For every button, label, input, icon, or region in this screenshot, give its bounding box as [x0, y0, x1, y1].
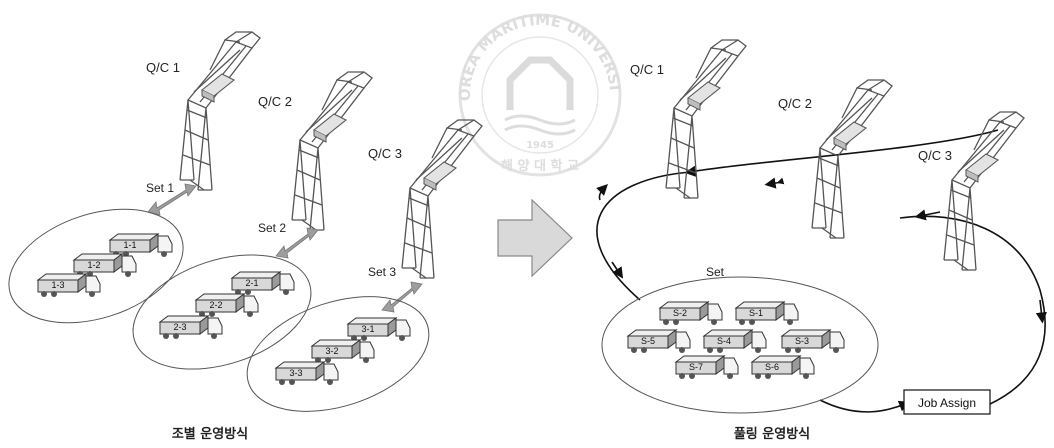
svg-text:S-6: S-6 [765, 362, 779, 372]
svg-text:1-3: 1-3 [51, 280, 64, 290]
svg-text:S-3: S-3 [795, 336, 809, 346]
crane-icon-left-2 [292, 72, 372, 230]
pool-truck-s7: S-7 [676, 356, 738, 379]
svg-text:2-2: 2-2 [209, 300, 222, 310]
seal-korean: 해 양 대 학 교 [501, 158, 579, 174]
svg-text:2-1: 2-1 [245, 278, 258, 288]
svg-text:3-2: 3-2 [325, 346, 338, 356]
university-seal-watermark: 1945 해 양 대 학 교 KOREA MARITIME UNIVERSITY [0, 0, 624, 175]
truck-2-3: 2-3 [160, 316, 222, 339]
pool-truck-s5: S-5 [628, 330, 690, 353]
transition-arrow-icon [498, 200, 572, 276]
crane-icon-right-1 [666, 40, 746, 198]
svg-text:S-2: S-2 [673, 308, 687, 318]
crane-icon-left-3 [402, 120, 482, 278]
right-caption: 풀링 운영방식 [734, 426, 810, 442]
truck-3-1: 3-1 [348, 318, 410, 341]
left-set-label-3: Set 3 [368, 265, 396, 279]
svg-text:2-3: 2-3 [173, 322, 186, 332]
svg-text:1-2: 1-2 [87, 260, 100, 270]
truck-2-1: 2-1 [232, 272, 294, 295]
job-assign-label: Job Assign [918, 396, 976, 410]
crane-icon-right-2 [812, 80, 892, 238]
pool-truck-s2: S-2 [660, 302, 722, 325]
svg-text:S-1: S-1 [749, 308, 763, 318]
pool-truck-s3: S-3 [782, 330, 844, 353]
truck-1-3: 1-3 [38, 274, 100, 297]
truck-3-3: 3-3 [276, 362, 338, 385]
right-crane-label-1: Q/C 1 [630, 62, 664, 77]
svg-text:KOREA MARITIME UNIVERSITY: KOREA MARITIME UNIVERSITY [0, 0, 624, 101]
crane-icon-left-1 [180, 32, 260, 190]
pool-set-label: Set [706, 265, 725, 279]
svg-text:S-5: S-5 [641, 336, 655, 346]
right-crane-label-3: Q/C 3 [918, 148, 952, 163]
right-crane-label-2: Q/C 2 [778, 96, 812, 111]
svg-text:3-3: 3-3 [289, 368, 302, 378]
pool-to-job-line [820, 400, 905, 412]
left-crane-label-1: Q/C 1 [146, 60, 180, 75]
left-set-label-2: Set 2 [258, 221, 286, 235]
pool-truck-s1: S-1 [736, 302, 798, 325]
svg-text:1-1: 1-1 [123, 240, 136, 250]
svg-text:3-1: 3-1 [361, 324, 374, 334]
pool-truck-s4: S-4 [704, 330, 766, 353]
seal-year: 1945 [526, 140, 554, 151]
left-caption: 조별 운영방식 [172, 426, 248, 442]
left-crane-label-2: Q/C 2 [258, 94, 292, 109]
left-crane-label-3: Q/C 3 [368, 146, 402, 161]
svg-text:S-4: S-4 [717, 336, 731, 346]
seal-text: KOREA MARITIME UNIVERSITY [0, 0, 624, 101]
truck-3-2: 3-2 [312, 340, 374, 363]
left-double-arrow-3 [382, 282, 422, 312]
left-set-label-1: Set 1 [146, 181, 174, 195]
svg-text:S-7: S-7 [689, 362, 703, 372]
truck-2-2: 2-2 [196, 294, 258, 317]
pool-truck-s6: S-6 [752, 356, 814, 379]
